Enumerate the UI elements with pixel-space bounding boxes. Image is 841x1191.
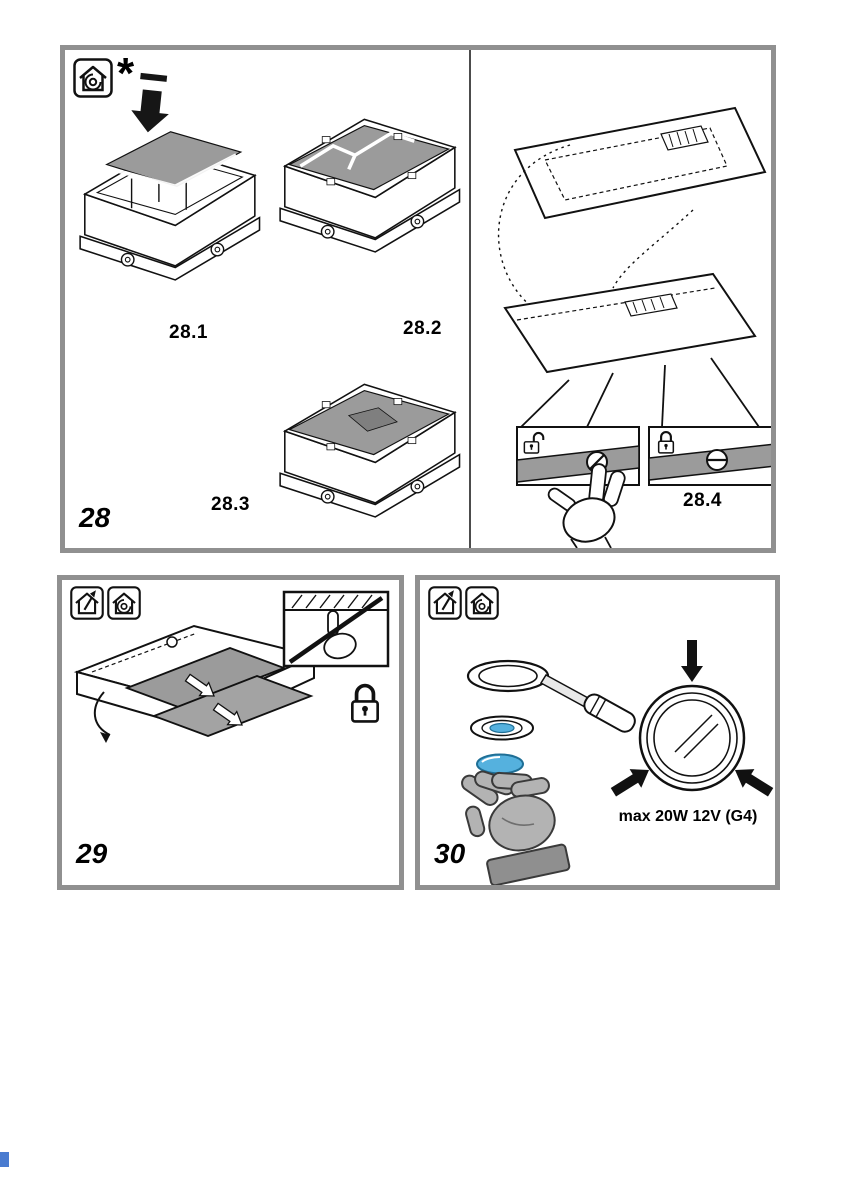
hood-with-filters-art xyxy=(73,624,318,743)
lamp-spec-label: max 20W 12V (G4) xyxy=(618,808,758,825)
recirculation-mode-icon xyxy=(73,58,113,98)
ducted-mode-icon xyxy=(428,586,462,620)
figure-label-28-3: 28.3 xyxy=(211,494,250,515)
figure-28-illustration xyxy=(73,50,771,548)
screwdriver-icon xyxy=(539,674,636,733)
lock-inset xyxy=(648,426,771,486)
hand-icon xyxy=(547,463,626,548)
figure-number-30: 30 xyxy=(434,838,466,869)
ducted-mode-icon xyxy=(70,586,104,620)
figure-29-panel: 29 xyxy=(57,575,404,890)
step-28-1-art xyxy=(79,72,261,281)
glove-icon xyxy=(461,770,571,885)
page-corner-artifact xyxy=(0,1152,9,1167)
asterisk-note: * xyxy=(117,49,135,98)
figure-30-panel: max 20W 12V (G4) 30 xyxy=(415,575,780,890)
recirculation-mode-icon xyxy=(107,586,141,620)
step-28-3-art xyxy=(279,383,461,518)
lamp-socket-art xyxy=(470,715,534,741)
figure-30-illustration xyxy=(428,586,774,885)
padlock-closed-icon xyxy=(350,683,380,724)
figure-29-illustration xyxy=(70,586,390,743)
step-28-2-art xyxy=(279,118,461,253)
lamp-trim-ring-art xyxy=(466,659,550,693)
figure-label-28-2: 28.2 xyxy=(403,318,442,339)
figure-label-28-4: 28.4 xyxy=(683,490,722,511)
figure-28-panel: * 28.1 28.2 28.3 28.4 28 xyxy=(60,45,776,553)
do-not-touch-hand-icon xyxy=(282,590,390,668)
step-28-4-art xyxy=(497,106,771,548)
figure-number-28: 28 xyxy=(79,502,111,533)
recirculation-mode-icon xyxy=(465,586,499,620)
down-arrow-icon xyxy=(128,72,172,135)
figure-label-28-1: 28.1 xyxy=(169,322,208,343)
lamp-icon xyxy=(610,640,774,797)
figure-number-29: 29 xyxy=(76,838,108,869)
